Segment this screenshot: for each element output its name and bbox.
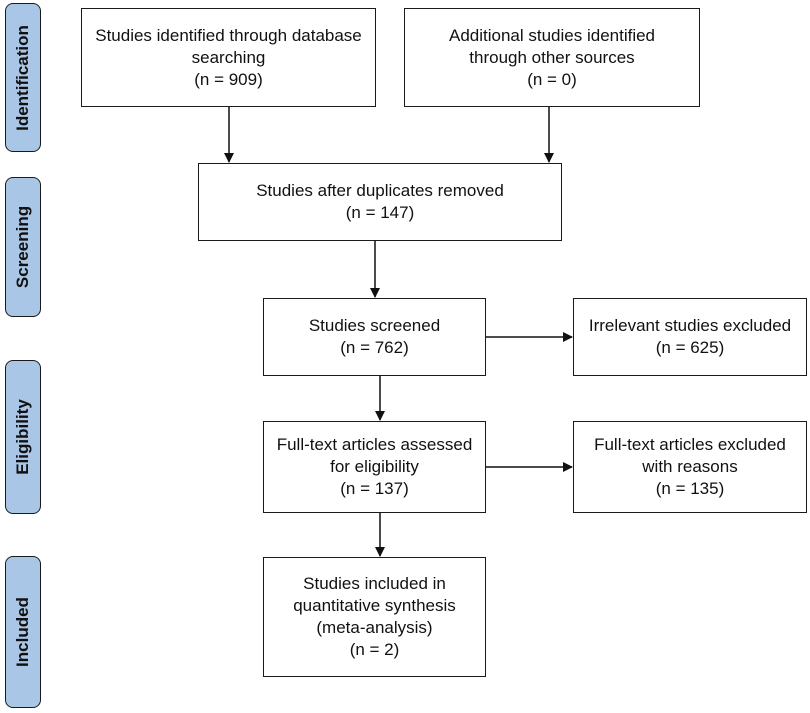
box-screened: Studies screened (n = 762): [263, 298, 486, 376]
box-included-line-2: quantitative synthesis: [293, 596, 456, 615]
box-included-line-3: (meta-analysis): [316, 618, 433, 637]
box-other-sources-line-3: (n = 0): [527, 69, 577, 89]
box-included: Studies included in quantitative synthes…: [263, 557, 486, 677]
box-irrelevant-excluded-line-1: Irrelevant studies excluded: [588, 316, 792, 335]
box-screened-line-2: (n = 762): [340, 338, 409, 357]
box-included-line-1: Studies included in: [303, 574, 446, 593]
box-irrelevant-excluded-line-2: (n = 625): [655, 338, 725, 357]
box-database-search-line-3: (n = 909): [194, 69, 263, 89]
box-other-sources-line-2: through other sources: [469, 47, 635, 67]
phase-included: Included: [5, 556, 41, 708]
box-duplicates-removed-line-2: (n = 147): [345, 203, 415, 222]
phase-eligibility: Eligibility: [5, 360, 41, 514]
box-database-search-line-2: searching: [191, 47, 266, 67]
box-screened-line-1: Studies screened: [308, 316, 441, 335]
box-fulltext-excluded: Full-text articles excluded with reasons…: [573, 421, 807, 513]
box-other-sources-line-1: Additional studies identified: [448, 25, 656, 45]
box-duplicates-removed-line-1: Studies after duplicates removed: [256, 181, 504, 200]
box-fulltext-excluded-line-3: (n = 135): [655, 479, 725, 498]
box-other-sources: Additional studies identified through ot…: [404, 8, 700, 107]
box-fulltext-assessed-line-1: Full-text articles assessed: [276, 435, 473, 454]
box-fulltext-excluded-line-2: with reasons: [642, 457, 738, 476]
box-fulltext-assessed-line-3: (n = 137): [340, 479, 409, 498]
box-irrelevant-excluded: Irrelevant studies excluded (n = 625): [573, 298, 807, 376]
box-fulltext-excluded-line-1: Full-text articles excluded: [594, 435, 786, 454]
box-database-search-line-1: Studies identified through database: [95, 25, 362, 45]
box-fulltext-assessed-line-2: for eligibility: [330, 457, 419, 476]
box-included-line-4: (n = 2): [349, 640, 400, 659]
phase-identification: Identification: [5, 3, 41, 152]
box-database-search: Studies identified through database sear…: [81, 8, 376, 107]
box-fulltext-assessed: Full-text articles assessed for eligibil…: [263, 421, 486, 513]
box-duplicates-removed: Studies after duplicates removed (n = 14…: [198, 163, 562, 241]
phase-screening: Screening: [5, 177, 41, 317]
